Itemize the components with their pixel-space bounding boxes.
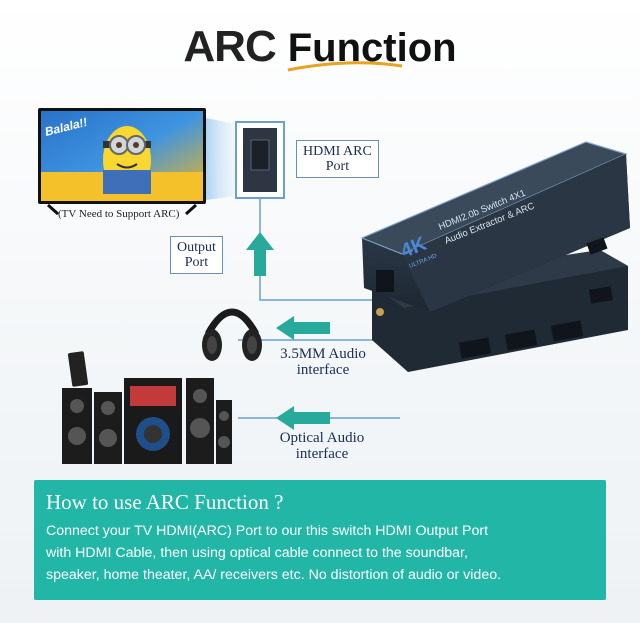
panel-body: Connect your TV HDMI(ARC) Port to our th… [46, 520, 601, 586]
title-swoosh [287, 61, 403, 72]
label-optical-interface: Optical Audio interface [279, 430, 365, 462]
tv-illustration [38, 108, 236, 216]
panel-heading: How to use ARC Function ? [46, 490, 284, 514]
how-to-panel: How to use ARC Function ? Connect your T… [34, 480, 606, 600]
panel-line: speaker, home theater, AA/ receivers etc… [46, 567, 502, 583]
panel-line: Connect your TV HDMI(ARC) Port to our th… [46, 523, 489, 539]
panel-line: with HDMI Cable, then using optical cabl… [46, 545, 468, 561]
arrow-audio [276, 316, 330, 340]
headphones-illustration [202, 308, 262, 361]
title-arc: ARC [183, 22, 276, 71]
tv-note: (TV Need to Support ARC) [58, 208, 180, 220]
home-theater-illustration [62, 351, 232, 464]
arrow-optical [276, 406, 330, 430]
arrow-output [246, 232, 274, 276]
hdmi-switch-device [360, 141, 630, 372]
label-hdmi-arc-port: HDMI ARC Port [296, 140, 379, 178]
hdmi-port-callout [235, 121, 285, 199]
label-output-port: Output Port [170, 236, 223, 274]
label-audio-interface: 3.5MM Audio interface [280, 346, 366, 378]
